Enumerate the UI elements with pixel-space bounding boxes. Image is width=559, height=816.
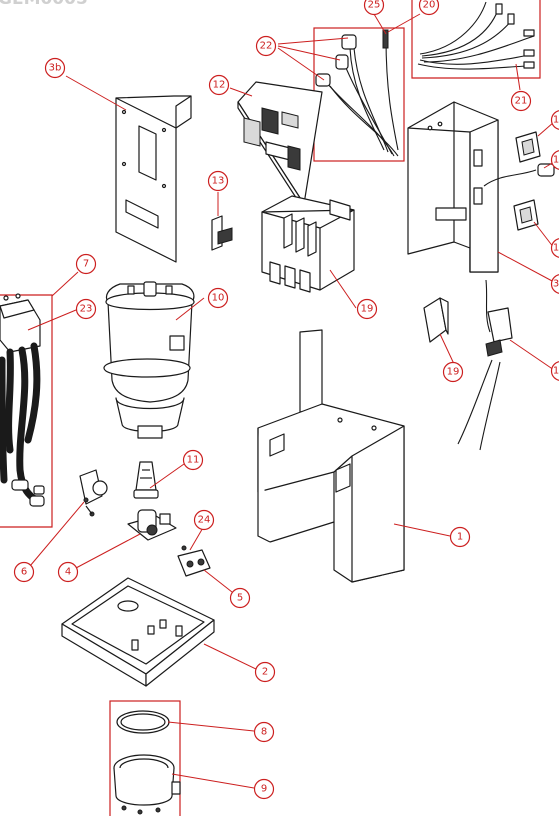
- red-frames: [0, 0, 541, 816]
- callout-10: 10: [207, 287, 229, 309]
- callout-19-relay: 19: [442, 361, 464, 383]
- part-steam-cylinder-10: [103, 281, 195, 439]
- svg-text:8: 8: [261, 727, 267, 738]
- callout-right-edge-5: 1: [550, 361, 559, 381]
- svg-text:1: 1: [553, 115, 559, 126]
- svg-text:2: 2: [262, 667, 268, 678]
- svg-text:4: 4: [65, 567, 71, 578]
- part-contactor-19: [261, 195, 355, 293]
- callout-20: 20: [418, 0, 440, 16]
- part-hose-kit-7: [0, 293, 45, 507]
- svg-text:12: 12: [213, 80, 226, 91]
- svg-text:19: 19: [361, 304, 374, 315]
- part-switch-upper: [515, 131, 541, 163]
- callout-labels: 25 20 22 3b 12 21 13 7: [13, 0, 559, 800]
- frame-wire-harness: [411, 0, 541, 79]
- part-adapter-9: [113, 754, 181, 815]
- part-wire-assembly: [315, 29, 399, 157]
- svg-text:1: 1: [457, 532, 463, 543]
- callout-leader-lines: [27, 13, 555, 789]
- callout-right-edge-2: 1: [550, 150, 559, 170]
- callout-7: 7: [75, 253, 97, 275]
- svg-text:3: 3: [553, 279, 559, 290]
- part-wire-harness-21: [417, 1, 535, 70]
- callout-9: 9: [253, 778, 275, 800]
- frame-seal-kit: [109, 700, 181, 816]
- part-seal-ring-8: [116, 710, 170, 734]
- part-sensor-probe: [483, 163, 555, 187]
- part-base-frame-1: [257, 329, 405, 583]
- callout-13: 13: [207, 170, 229, 192]
- callout-1: 1: [449, 526, 471, 548]
- callout-6: 6: [13, 561, 35, 583]
- callout-4: 4: [57, 561, 79, 583]
- callout-8: 8: [253, 721, 275, 743]
- callout-22: 22: [255, 35, 277, 57]
- callout-11: 11: [182, 449, 204, 471]
- callout-21: 21: [510, 90, 532, 112]
- part-drain-valve-4: [127, 509, 177, 541]
- svg-text:11: 11: [187, 455, 200, 466]
- part-relay-13: [211, 215, 233, 251]
- part-drip-tray-2: [61, 577, 215, 687]
- callout-2: 2: [254, 661, 276, 683]
- callout-right-edge-1: 1: [550, 110, 559, 130]
- svg-text:1: 1: [553, 366, 559, 377]
- part-terminal-block-5: [177, 545, 211, 577]
- part-relay-19b: [423, 297, 449, 343]
- svg-text:1: 1: [553, 243, 559, 254]
- svg-text:24: 24: [198, 515, 211, 526]
- callout-12: 12: [208, 74, 230, 96]
- diagram-code-header: GEM0005: [0, 0, 88, 9]
- callout-right-edge-3: 1: [550, 238, 559, 258]
- svg-text:5: 5: [237, 593, 243, 604]
- svg-text:20: 20: [423, 0, 436, 11]
- callout-5: 5: [229, 587, 251, 609]
- part-electrical-box-3: [407, 101, 499, 273]
- svg-text:22: 22: [260, 41, 273, 52]
- part-nozzle-11: [133, 461, 159, 499]
- svg-text:19: 19: [447, 367, 460, 378]
- svg-text:9: 9: [261, 784, 267, 795]
- svg-text:7: 7: [83, 259, 89, 270]
- part-small-board: [457, 279, 513, 451]
- svg-text:21: 21: [515, 96, 528, 107]
- part-fill-valve-6: [79, 469, 108, 517]
- svg-text:23: 23: [80, 304, 93, 315]
- callout-3b: 3b: [44, 57, 66, 79]
- svg-text:6: 6: [21, 567, 27, 578]
- svg-text:1: 1: [553, 155, 559, 166]
- frame-hose-kit: [0, 294, 53, 528]
- callout-19-contactor: 19: [356, 298, 378, 320]
- part-side-panel-3b: [115, 95, 192, 263]
- svg-text:25: 25: [368, 0, 381, 11]
- callout-right-edge-4: 3: [550, 274, 559, 294]
- part-control-board-12: [237, 81, 323, 211]
- svg-text:3b: 3b: [49, 63, 62, 74]
- callout-23: 23: [75, 298, 97, 320]
- callout-24: 24: [193, 509, 215, 531]
- part-switch-lower: [513, 199, 539, 231]
- svg-text:10: 10: [212, 293, 225, 304]
- callout-25: 25: [363, 0, 385, 16]
- svg-text:13: 13: [212, 176, 225, 187]
